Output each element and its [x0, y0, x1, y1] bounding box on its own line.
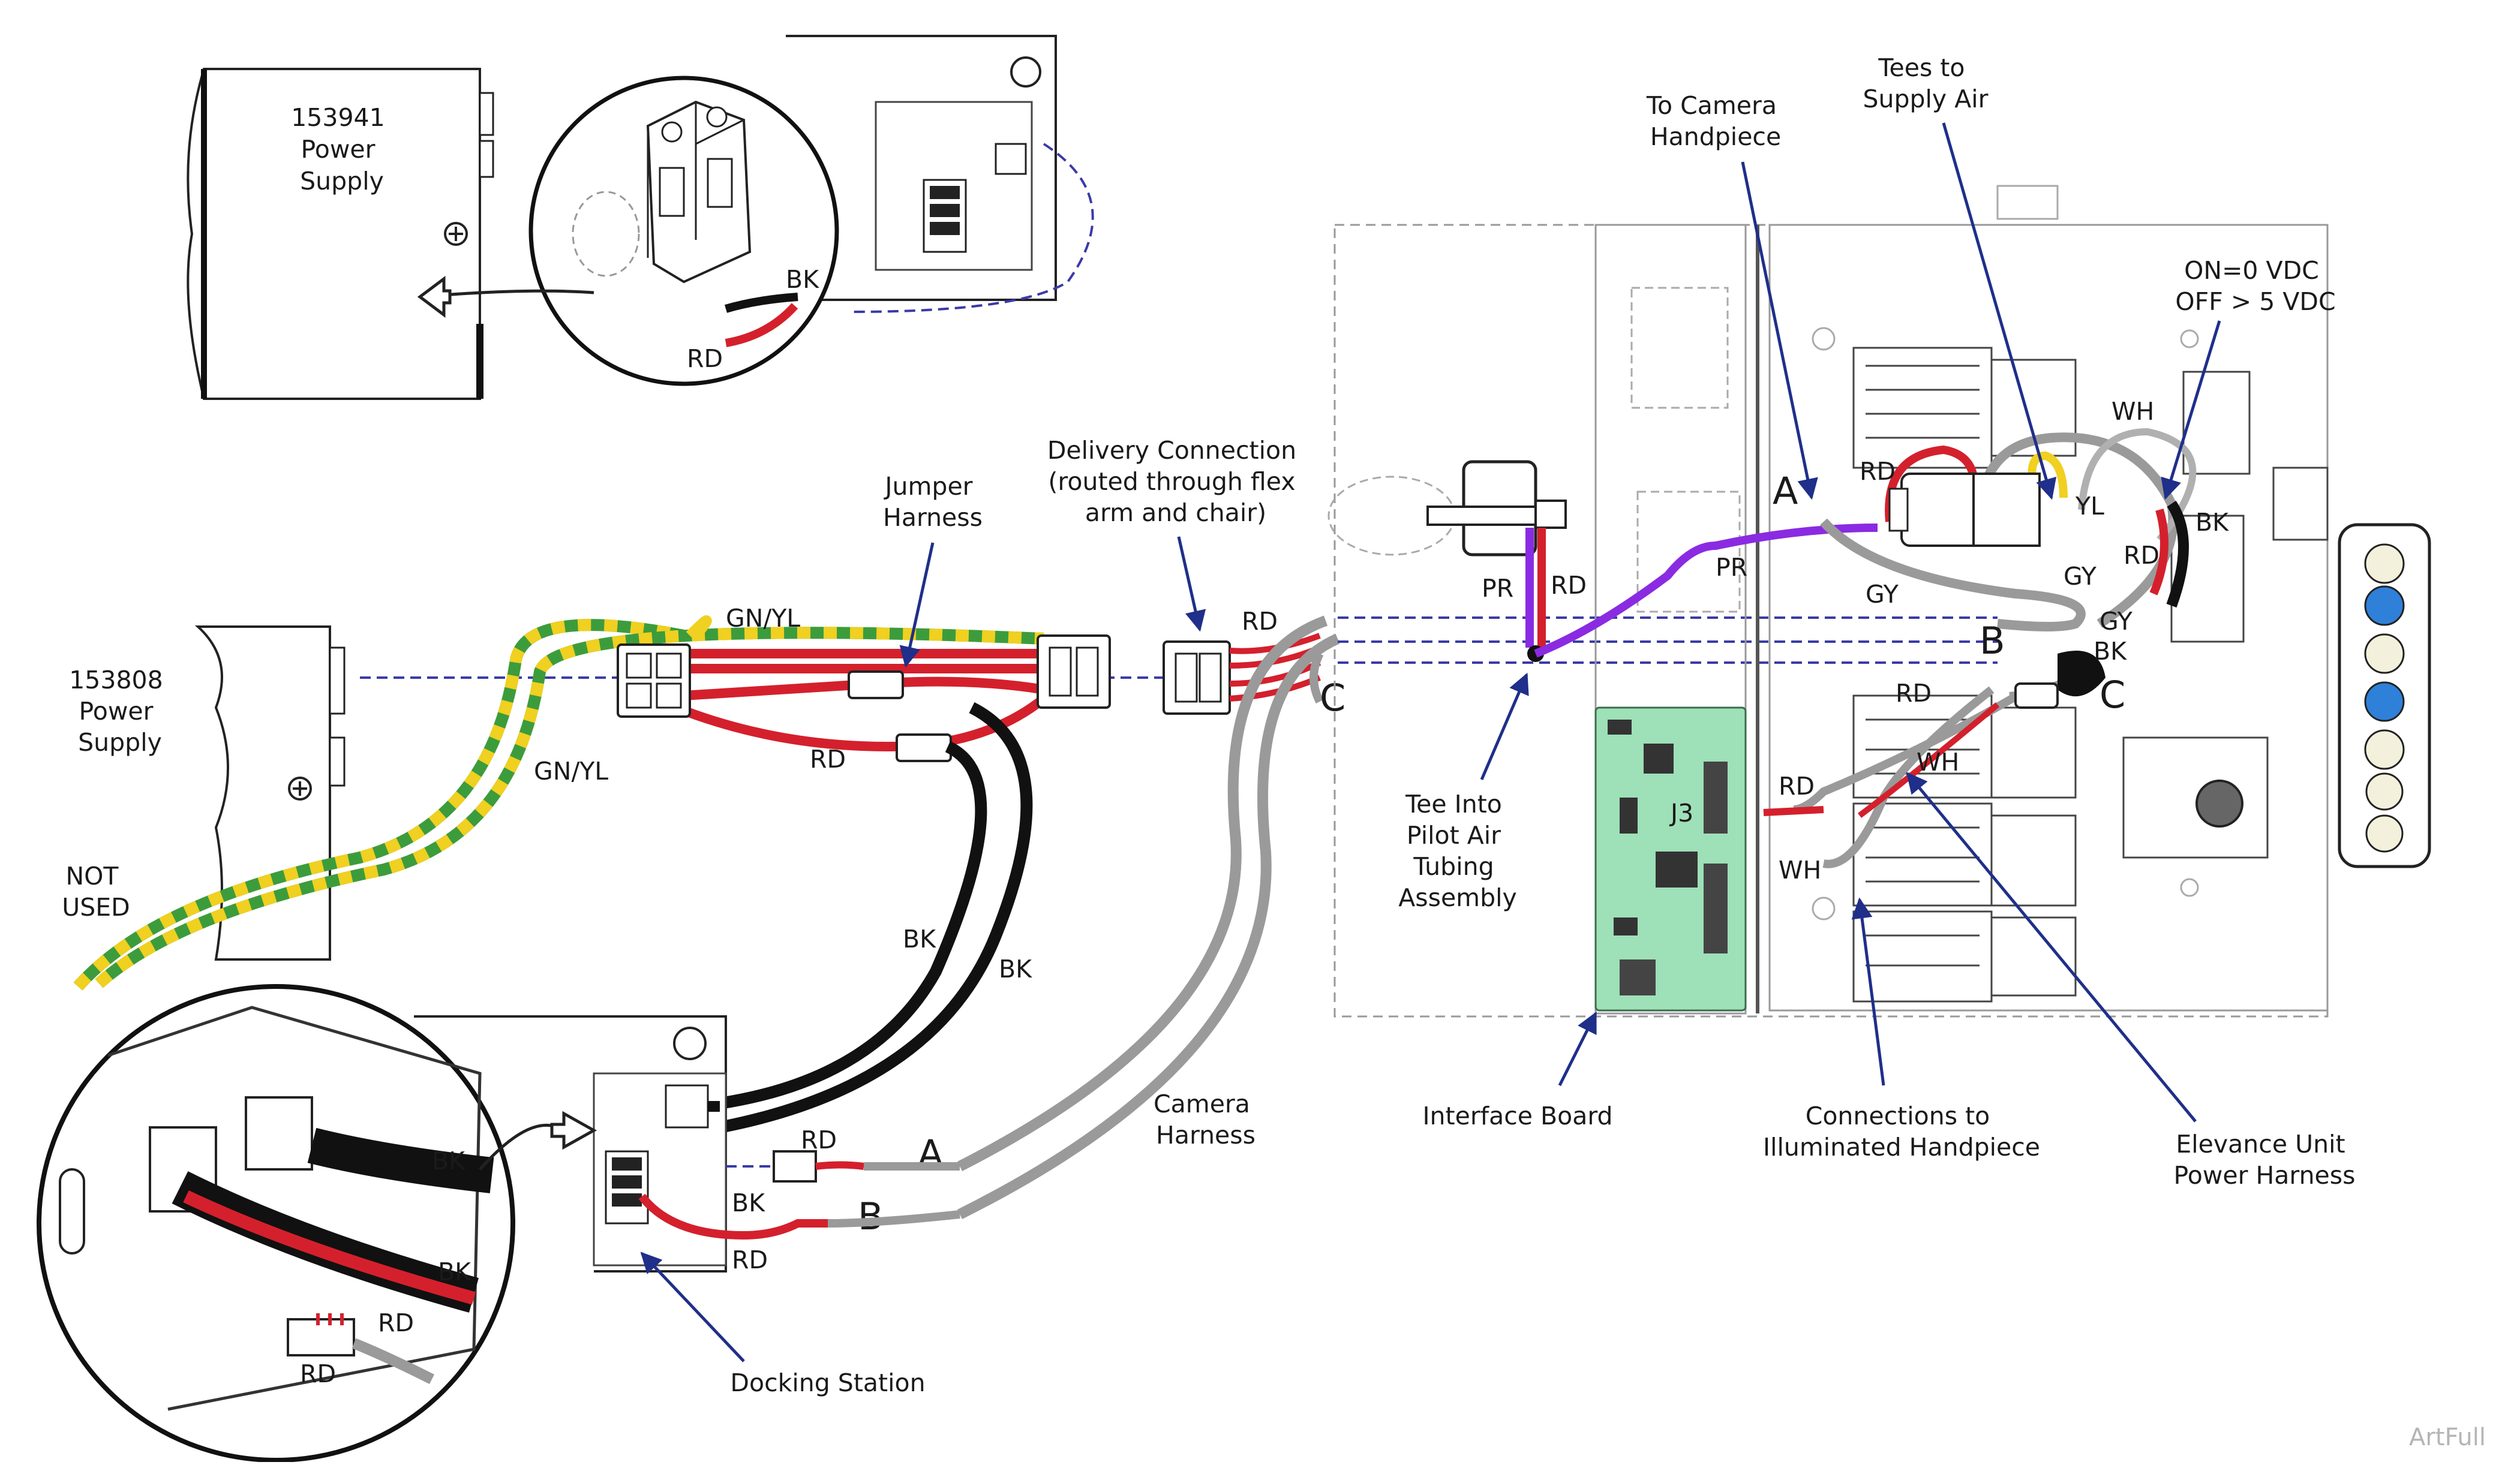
- tee-pilot-label: Tee Into Pilot Air Tubing Assembly: [1398, 790, 1517, 912]
- camera-harness: Camera Harness C A B: [858, 615, 1345, 1238]
- tees-label: Tees to Supply Air: [1863, 53, 1988, 113]
- j3-label: J3: [1669, 799, 1693, 828]
- interface-board: J3: [1594, 706, 1747, 1012]
- letter-c-right: C: [2100, 673, 2125, 717]
- wire-label-yl: YL: [2075, 492, 2104, 521]
- wire-label-rd-jumper: RD: [810, 745, 846, 774]
- wire-label-rd-zoom-2: RD: [300, 1359, 336, 1388]
- wire-label-bk-1: BK: [903, 925, 936, 953]
- purple-pilot-tube: [1534, 524, 1878, 658]
- docking-station-label: Docking Station: [730, 1368, 925, 1397]
- wire-label-rd-pump: RD: [1860, 457, 1896, 486]
- delivery-connection: RD Delivery Connection (routed through f…: [1047, 436, 1321, 715]
- valve-block-lower: [1852, 694, 2077, 1003]
- right-panel: J3 Interface Board PR RD PR Tee Into Pil…: [1327, 53, 2431, 1190]
- wire-label-pr-tee: PR: [1482, 574, 1513, 603]
- camera-harness-label: Camera Harness: [1154, 1090, 1258, 1150]
- gnyl-wires: [73, 615, 1044, 991]
- power-supply-153941: 153941 Power Supply: [187, 68, 494, 400]
- wire-label-bk-c: BK: [2094, 637, 2127, 666]
- jumper-label: Jumper Harness: [883, 472, 983, 532]
- wire-label-pr-tube: PR: [1716, 553, 1747, 582]
- wire-label-rd-dock-a: RD: [801, 1126, 837, 1154]
- ps-top-label: 153941 Power Supply: [291, 103, 393, 195]
- wire-label-wh-c: WH: [1917, 748, 1959, 777]
- wire-label-gnyl-upper: GN/YL: [726, 604, 800, 633]
- interface-board-label: Interface Board: [1422, 1102, 1612, 1130]
- valve-block-upper: [1852, 347, 2077, 469]
- wire-label-rd-zoom-1: RD: [378, 1308, 414, 1337]
- not-used-label: NOT USED: [62, 862, 130, 922]
- letter-c-left: C: [1320, 676, 1345, 720]
- black-wires: BK BK: [719, 702, 1033, 1133]
- wire-label-rd-top: RD: [687, 344, 723, 373]
- wire-label-rd-upper: RD: [2123, 541, 2159, 570]
- voltage-label: ON=0 VDC OFF > 5 VDC: [2175, 256, 2335, 316]
- wire-label-rd-dock-b: RD: [732, 1246, 768, 1274]
- watermark: ArtFull: [2409, 1424, 2486, 1451]
- wire-label-bk-dock: BK: [732, 1189, 765, 1217]
- camera-handpiece-label: To Camera Handpiece: [1646, 91, 1785, 151]
- wire-label-rd-tee: RD: [1551, 571, 1587, 600]
- wire-label-gy-1: GY: [2064, 562, 2097, 591]
- wire-label-rd-j3: RD: [1779, 772, 1815, 801]
- regulator: [2122, 371, 2329, 859]
- pilot-air-tee: PR RD: [1426, 460, 1587, 662]
- wire-label-bk-2: BK: [999, 955, 1032, 983]
- dashed-abc-lines: [1338, 616, 1998, 664]
- illuminated-label: Connections to Illuminated Handpiece: [1763, 1102, 2040, 1162]
- wire-label-wh-upper: WH: [2111, 397, 2154, 426]
- wire-label-rd-delivery: RD: [1242, 607, 1278, 636]
- wire-label-gy-2: GY: [1866, 580, 1899, 609]
- wire-label-gnyl-lower: GN/YL: [534, 757, 608, 786]
- letter-a-right: A: [1773, 469, 1798, 513]
- control-buttons-column: [2338, 523, 2431, 868]
- zoom-circle-top: BK RD: [417, 76, 839, 386]
- docking-station-top: [786, 35, 1094, 313]
- wire-label-bk-top: BK: [786, 265, 819, 294]
- wire-label-rd-c: RD: [1896, 679, 1932, 708]
- elevance-label: Elevance Unit Power Harness: [2173, 1130, 2355, 1190]
- upper-tubing: RD YL WH BK RD GY GY GY: [1820, 397, 2229, 636]
- zoom-circle-bottom: BK BK RD RD: [37, 984, 597, 1463]
- ps-left-label: 153808 Power Supply: [69, 666, 171, 757]
- letter-b-right: B: [1980, 619, 2005, 663]
- wire-label-bk-upper: BK: [2195, 508, 2229, 537]
- lower-harness: BK RD WH RD WH: [1763, 637, 2127, 885]
- wire-label-wh-j3: WH: [1779, 856, 1821, 885]
- wire-label-bk-zoom-1: BK: [432, 1147, 465, 1175]
- letter-b-bottom: B: [858, 1195, 884, 1238]
- wire-label-gy-3: GY: [2100, 607, 2133, 636]
- wire-label-bk-zoom-2: BK: [438, 1258, 471, 1286]
- jumper-harness: Jumper Harness GN/YL GN/YL RD: [534, 472, 1111, 786]
- delivery-label: Delivery Connection (routed through flex…: [1047, 436, 1304, 527]
